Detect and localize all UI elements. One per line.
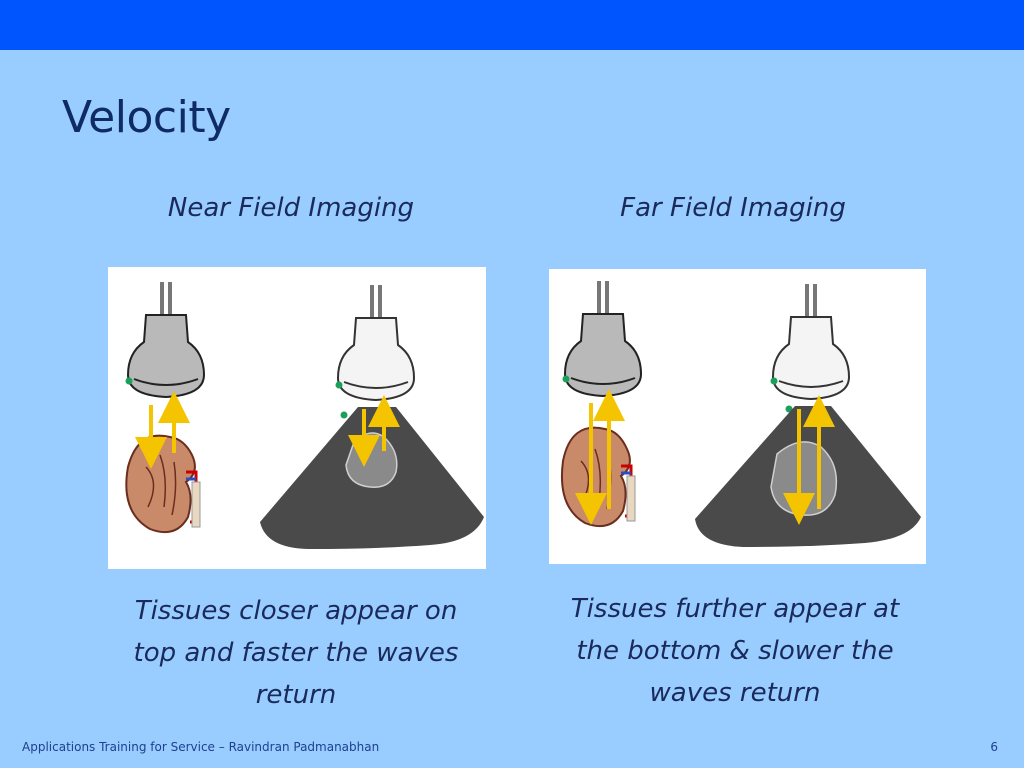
far-field-caption: Tissues further appear at the bottom & s… bbox=[570, 594, 900, 708]
header-bar bbox=[0, 0, 1024, 50]
transducer-probe-gray bbox=[126, 282, 206, 399]
far-field-heading: Far Field Imaging bbox=[620, 193, 846, 223]
near-field-illustration bbox=[108, 267, 486, 569]
transducer-probe-white bbox=[771, 284, 851, 401]
marker-dot bbox=[562, 375, 570, 383]
slide-title: Velocity bbox=[62, 92, 231, 143]
footer-credit: Applications Training for Service – Ravi… bbox=[22, 740, 380, 754]
near-field-caption: Tissues closer appear on top and faster … bbox=[133, 596, 459, 710]
kidney-illustration bbox=[125, 434, 201, 533]
transducer-probe-white bbox=[336, 285, 416, 402]
far-field-illustration bbox=[549, 269, 926, 564]
kidney-echo bbox=[770, 441, 838, 516]
marker-dot bbox=[785, 405, 793, 413]
marker-dot bbox=[340, 411, 348, 419]
marker-dot bbox=[770, 377, 778, 385]
marker-dot bbox=[125, 377, 133, 385]
near-field-heading: Near Field Imaging bbox=[167, 193, 415, 223]
page-number: 6 bbox=[990, 740, 998, 754]
transducer-probe-gray bbox=[563, 281, 643, 398]
marker-dot bbox=[335, 381, 343, 389]
kidney-illustration bbox=[561, 426, 636, 527]
